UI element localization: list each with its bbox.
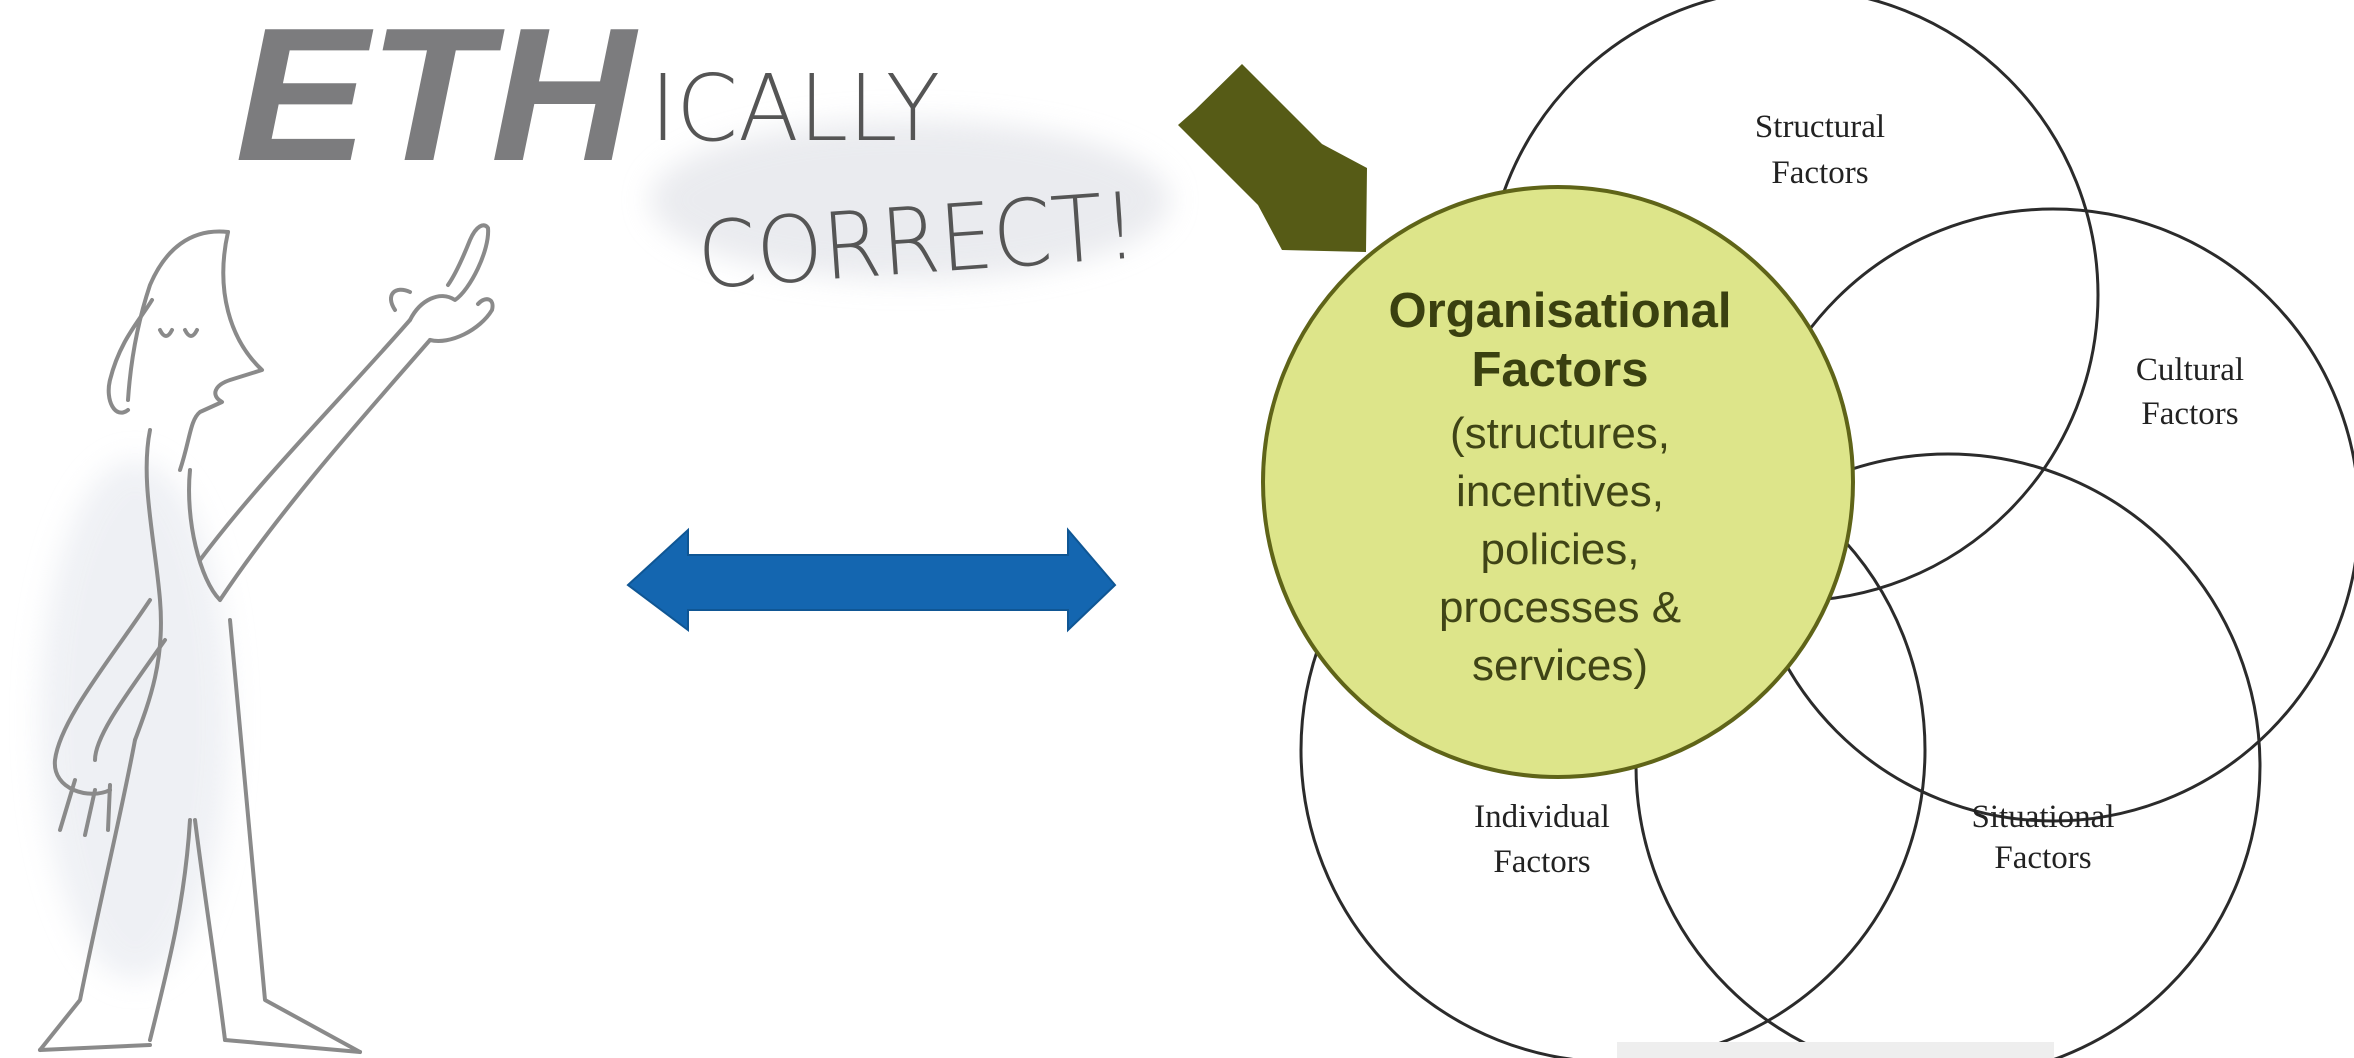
logo-shadow	[650, 120, 1170, 280]
individual-label-2: Factors	[1493, 844, 1590, 880]
individual-label-1: Individual	[1474, 799, 1610, 835]
stick-figure-pointing-icon	[38, 223, 495, 1054]
org-body-line-4: processes &	[1439, 583, 1681, 632]
org-body-line-2: incentives,	[1456, 467, 1664, 516]
org-body-line-5: services)	[1472, 641, 1648, 690]
organisational-text: Organisational Factors (structures, ince…	[1388, 284, 1731, 690]
structural-label-2: Factors	[1771, 155, 1868, 191]
double-headed-arrow-icon	[626, 527, 1117, 633]
eth-logo-text: ETH	[235, 0, 639, 201]
logo-line-ically: ICALLY	[650, 55, 940, 162]
org-body-line-3: policies,	[1481, 525, 1640, 574]
cultural-label-1: Cultural	[2136, 352, 2244, 388]
organisational-factors-circle	[1261, 185, 1855, 779]
org-title-line-1: Organisational	[1388, 284, 1731, 338]
diagonal-arrow-icon	[1178, 64, 1367, 252]
venn-labels: Structural Factors Cultural Factors Indi…	[1474, 109, 2244, 880]
cultural-label-2: Factors	[2141, 396, 2238, 432]
org-body-line-1: (structures,	[1450, 409, 1670, 458]
structural-label-1: Structural	[1755, 109, 1885, 145]
situational-label-2: Factors	[1994, 840, 2091, 876]
org-title-line-2: Factors	[1471, 343, 1648, 397]
situational-label-1: Situational	[1972, 799, 2115, 835]
bottom-caption-box	[1617, 1042, 2054, 1058]
eth-logo: ETH ICALLY CORRECT!	[235, 0, 1170, 310]
